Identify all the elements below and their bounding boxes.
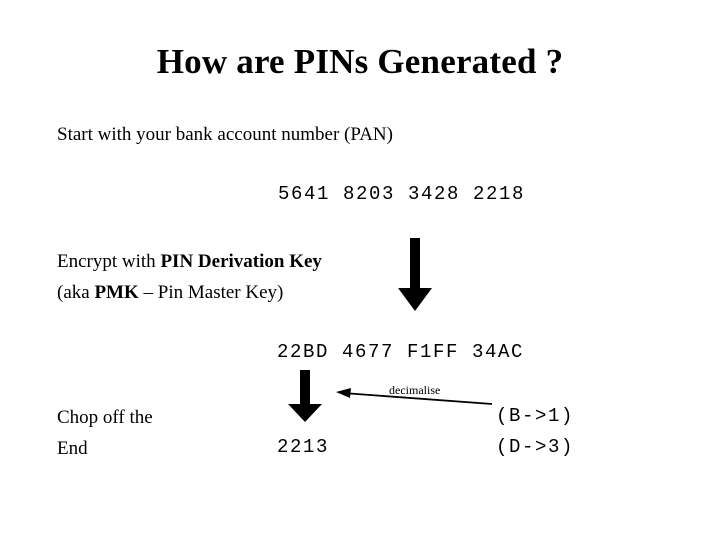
encrypt-key-alias-line: (aka PMK – Pin Master Key)	[57, 277, 283, 308]
mapping-d-to-3: (D->3)	[496, 436, 575, 458]
chop-line1: Chop off the	[57, 407, 153, 428]
final-pin-value: 2213	[277, 436, 330, 458]
encrypt-line1-bold: PIN Derivation Key	[160, 251, 322, 272]
page-title: How are PINs Generated ?	[156, 42, 564, 81]
encrypt-down-arrow-icon	[398, 238, 432, 311]
encrypt-line2-suffix: – Pin Master Key)	[138, 282, 284, 303]
encrypt-key-line: Encrypt with PIN Derivation Key	[57, 246, 322, 277]
encrypt-line2-bold: PMK	[94, 282, 139, 303]
chop-down-arrow-icon	[288, 370, 322, 422]
encrypt-line2-prefix: (aka	[57, 282, 95, 303]
pan-label: Start with your bank account number (PAN…	[57, 124, 393, 145]
encrypted-hex-value: 22BD 4677 F1FF 34AC	[277, 341, 525, 363]
encrypt-line1-prefix: Encrypt with	[57, 251, 161, 272]
decimalise-label: decimalise	[389, 383, 441, 397]
chop-line2: End	[57, 438, 88, 459]
pan-value: 5641 8203 3428 2218	[278, 183, 526, 205]
mapping-b-to-1: (B->1)	[496, 405, 575, 427]
